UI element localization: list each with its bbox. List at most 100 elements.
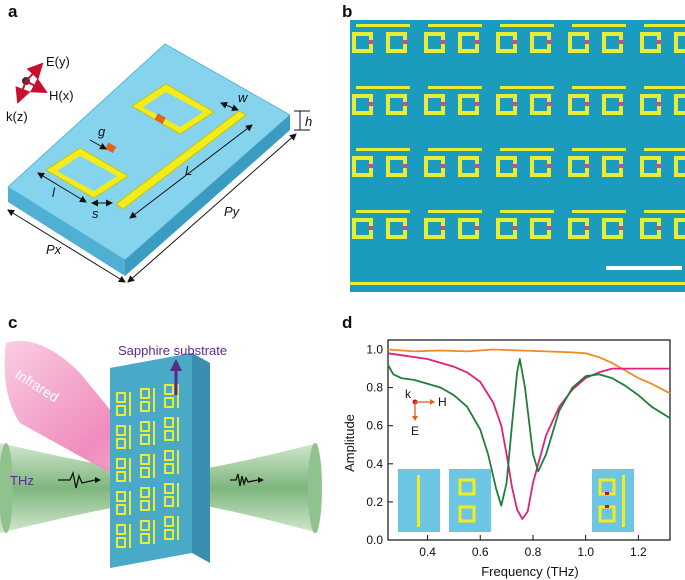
micro-wire [572,86,626,89]
inset-combined [592,469,634,532]
slab-ring [116,458,126,469]
inset-cut-wire [398,469,440,532]
y-tick-label: 0.8 [366,381,383,395]
slab-ring [164,483,174,494]
micro-wire [428,86,482,89]
micro-gap [475,40,479,44]
micro-ring [602,218,623,239]
inset-split-rings [449,469,491,532]
micro-ring [568,94,589,115]
slab-ring [116,537,126,548]
slab-ring [164,397,174,408]
slab-ring [116,491,126,502]
panel-d-label: d [342,313,353,332]
micro-wire [644,86,685,89]
micro-ring [424,32,445,53]
micro-ring [352,156,373,177]
micro-ring [530,94,551,115]
micro-ring [602,156,623,177]
micro-gap [369,226,373,230]
slab-ring [164,529,174,540]
micro-ring [530,218,551,239]
micro-gap [657,226,661,230]
micro-ring [674,32,685,53]
micro-ring [640,156,661,177]
micro-ring [602,32,623,53]
micro-ring [674,156,685,177]
inset-h: H [438,395,447,409]
micro-ring [424,94,445,115]
micro-ring [352,94,373,115]
micro-wire [428,148,482,151]
gap-lower [105,142,117,154]
micro-gap [585,164,589,168]
panel-c-label: c [8,313,18,332]
micro-gap [475,102,479,106]
y-axis-label: Amplitude [342,414,357,472]
micro-gap [441,226,445,230]
micro-wire [572,210,626,213]
micro-ring [568,218,589,239]
micro-ring [386,156,407,177]
micro-gap [475,226,479,230]
micro-gap [547,40,551,44]
slab-ring [116,471,126,482]
x-tick-label: 0.8 [525,545,542,559]
x-tick-label: 1.0 [577,545,594,559]
axis-k-label: k(z) [6,109,28,124]
micro-ring [458,32,479,53]
micro-gap [619,40,623,44]
micro-gap [619,226,623,230]
micro-ring [386,32,407,53]
micro-gap [513,102,517,106]
micro-ring [568,156,589,177]
dim-py: Py [224,204,241,219]
axis-e-label: E(y) [46,54,70,69]
axis-h-label: H(x) [49,88,74,103]
micro-ring [458,94,479,115]
micro-gap [585,40,589,44]
slab-ring [140,401,150,412]
slab-ring [164,417,174,428]
dim-L: L [185,163,192,178]
slab-ring [140,533,150,544]
micro-ring [640,94,661,115]
micro-wire [356,210,410,213]
slab-ring [116,392,126,403]
micro-ring [496,218,517,239]
micro-gap [513,40,517,44]
micro-gap [619,164,623,168]
micro-wire-bottom [350,282,685,285]
micro-ring [424,218,445,239]
micro-gap [657,40,661,44]
slab-ring [164,496,174,507]
micro-gap [441,102,445,106]
dim-w: w [238,90,249,105]
y-tick-label: 0.6 [366,419,383,433]
panel-b-label: b [342,2,353,21]
micro-wire [356,86,410,89]
micro-gap [369,164,373,168]
micro-wire [500,210,554,213]
micro-wire [428,210,482,213]
micro-ring [496,156,517,177]
micro-gap [475,164,479,168]
slab-ring [116,405,126,416]
micro-gap [369,40,373,44]
micro-gap [441,40,445,44]
slab-ring [140,434,150,445]
dim-g: g [98,124,106,139]
thz-label: THz [10,473,34,488]
dim-px: Px [46,242,62,257]
micro-ring [458,218,479,239]
slab-ring [140,467,150,478]
x-tick-label: 0.6 [472,545,489,559]
micro-gap [619,102,623,106]
slab-ring [140,487,150,498]
micro-gap [585,102,589,106]
series-line-3 [387,358,671,507]
slab-ring [140,454,150,465]
plot-frame [387,339,671,541]
micro-wire [428,24,482,27]
micro-wire [356,24,410,27]
